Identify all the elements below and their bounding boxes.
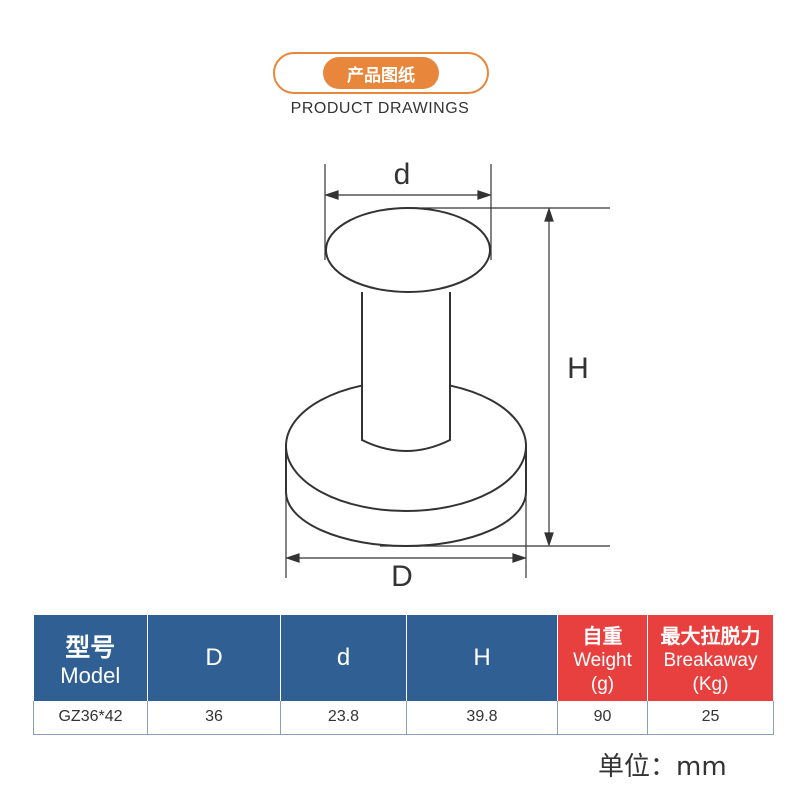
header-title-cn: 产品图纸 <box>323 57 439 89</box>
dim-d-label: d <box>394 158 411 191</box>
cell-breakaway: 25 <box>647 701 774 735</box>
spec-table-header: 型号 Model D d H 自重 Weight (g) 最大拉脱力 Break… <box>33 615 774 701</box>
header-model-en: Model <box>60 663 121 688</box>
dim-H-label: H <box>567 352 589 385</box>
cell-weight: 90 <box>557 701 648 735</box>
header-H: H <box>406 615 558 701</box>
header-breakaway-unit: (Kg) <box>692 673 729 695</box>
header-title-en: PRODUCT DRAWINGS <box>290 100 470 117</box>
header-model-cn: 型号 <box>65 633 116 662</box>
stem <box>361 292 451 452</box>
header-D: D <box>147 615 281 701</box>
cell-model: GZ36*42 <box>33 701 148 735</box>
cell-D: 36 <box>147 701 281 735</box>
header-breakaway-cn: 最大拉脱力 <box>660 623 761 648</box>
header-weight-unit: (g) <box>590 673 615 695</box>
header-breakaway-en: Breakaway <box>663 649 758 671</box>
spec-table: 型号 Model D d H 自重 Weight (g) 最大拉脱力 Break… <box>33 615 774 735</box>
knob-top <box>325 207 491 293</box>
product-drawing: d H D <box>285 158 610 593</box>
cell-d: 23.8 <box>280 701 407 735</box>
header-breakaway: 最大拉脱力 Breakaway (Kg) <box>647 615 774 701</box>
header-weight-cn: 自重 <box>582 623 623 648</box>
dim-D-label: D <box>391 560 413 593</box>
header-weight-en: Weight <box>573 649 632 671</box>
header-weight: 自重 Weight (g) <box>557 615 648 701</box>
table-row: GZ36*42 36 23.8 39.8 90 25 <box>33 701 774 735</box>
cell-H: 39.8 <box>406 701 558 735</box>
header-badge: 产品图纸 <box>273 52 489 94</box>
header-d: d <box>280 615 407 701</box>
unit-label: 单位：mm <box>598 752 727 782</box>
header-model: 型号 Model <box>33 615 148 701</box>
